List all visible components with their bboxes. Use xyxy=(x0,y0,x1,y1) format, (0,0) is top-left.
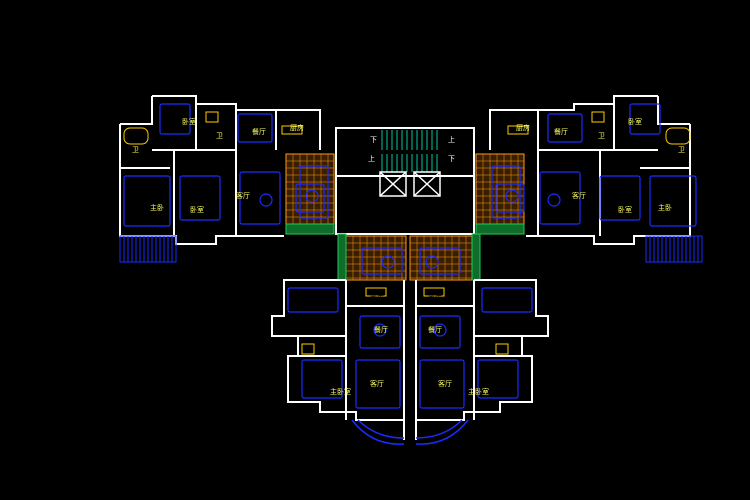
label-bath-ur-2: 卫 xyxy=(598,132,605,140)
label-kitchen-ur: 厨房 xyxy=(516,123,530,132)
stair-down-label: 下 xyxy=(370,136,377,144)
label-dining-lr: 餐厅 xyxy=(428,325,442,334)
label-master-lr: 主卧室 xyxy=(468,387,489,396)
label-bath-ul: 卫 xyxy=(132,146,139,154)
label-living-ll: 客厅 xyxy=(370,379,384,388)
stair-treads xyxy=(381,130,438,172)
furniture-piece xyxy=(539,171,581,225)
label-living-ul: 客厅 xyxy=(236,191,250,200)
balconies xyxy=(119,235,703,263)
furniture-piece xyxy=(599,175,641,221)
table xyxy=(373,323,387,337)
label-bedroom-ul: 卧室 xyxy=(182,117,196,126)
furniture-piece xyxy=(481,287,533,313)
furniture-piece xyxy=(123,175,171,227)
furniture-piece xyxy=(629,103,661,135)
furniture-piece xyxy=(361,247,403,275)
bay-windows xyxy=(351,419,469,445)
label-kitchen-ul: 厨房 xyxy=(290,123,304,132)
furniture-piece xyxy=(547,113,583,143)
table xyxy=(259,193,273,207)
planters xyxy=(285,223,525,281)
table xyxy=(505,189,519,203)
label-dining-ll: 餐厅 xyxy=(374,325,388,334)
tile-area xyxy=(345,235,407,281)
label-bedroom-ul-2: 卧室 xyxy=(190,205,204,214)
furniture-piece xyxy=(491,165,521,219)
label-kitchen-lr: 厨房 xyxy=(428,291,442,300)
furniture-piece xyxy=(299,165,329,219)
furniture-piece xyxy=(419,247,461,275)
furniture-piece xyxy=(359,315,401,349)
table xyxy=(381,255,395,269)
stair-core xyxy=(335,127,475,235)
label-bath-ur: 卫 xyxy=(678,146,685,154)
label-living-ur: 客厅 xyxy=(572,191,586,200)
furniture-piece xyxy=(239,171,281,225)
furniture xyxy=(123,103,697,409)
label-master-ul: 主卧 xyxy=(150,203,164,212)
furniture-piece xyxy=(495,183,525,213)
label-bedroom-ur: 卧室 xyxy=(628,117,642,126)
label-bedroom-ur-2: 卧室 xyxy=(618,205,632,214)
table xyxy=(305,189,319,203)
furniture-piece xyxy=(159,103,191,135)
label-master-ll: 主卧室 xyxy=(330,387,351,396)
stair-up-label: 上 xyxy=(448,135,455,144)
label-dining-ul: 餐厅 xyxy=(252,127,266,136)
furniture-piece xyxy=(355,359,401,409)
label-living-lr: 客厅 xyxy=(438,379,452,388)
label-kitchen-ll: 厨房 xyxy=(370,291,384,300)
label-master-ur: 主卧 xyxy=(658,203,672,212)
elevator-shafts xyxy=(379,171,441,197)
table xyxy=(425,255,439,269)
label-bath-ul-2: 卫 xyxy=(216,132,223,140)
furniture-piece xyxy=(649,175,697,227)
fixtures xyxy=(123,111,691,355)
stair-up-label-2: 上 xyxy=(368,154,375,163)
table xyxy=(433,323,447,337)
furniture-piece xyxy=(287,287,339,313)
stair-down-label-2: 下 xyxy=(448,155,455,163)
furniture-piece xyxy=(419,359,465,409)
furniture-piece xyxy=(179,175,221,221)
table xyxy=(547,193,561,207)
label-dining-ur: 餐厅 xyxy=(554,127,568,136)
furniture-piece xyxy=(237,113,273,143)
furniture-piece xyxy=(295,183,325,213)
furniture-piece xyxy=(419,315,461,349)
furniture-piece xyxy=(477,359,519,399)
room-labels: 卧室 卫 卫 餐厅 厨房 主卧 卧室 客厅 卧室 卫 卫 餐厅 厨房 主卧 卧室… xyxy=(132,117,685,396)
furniture-piece xyxy=(301,359,343,399)
